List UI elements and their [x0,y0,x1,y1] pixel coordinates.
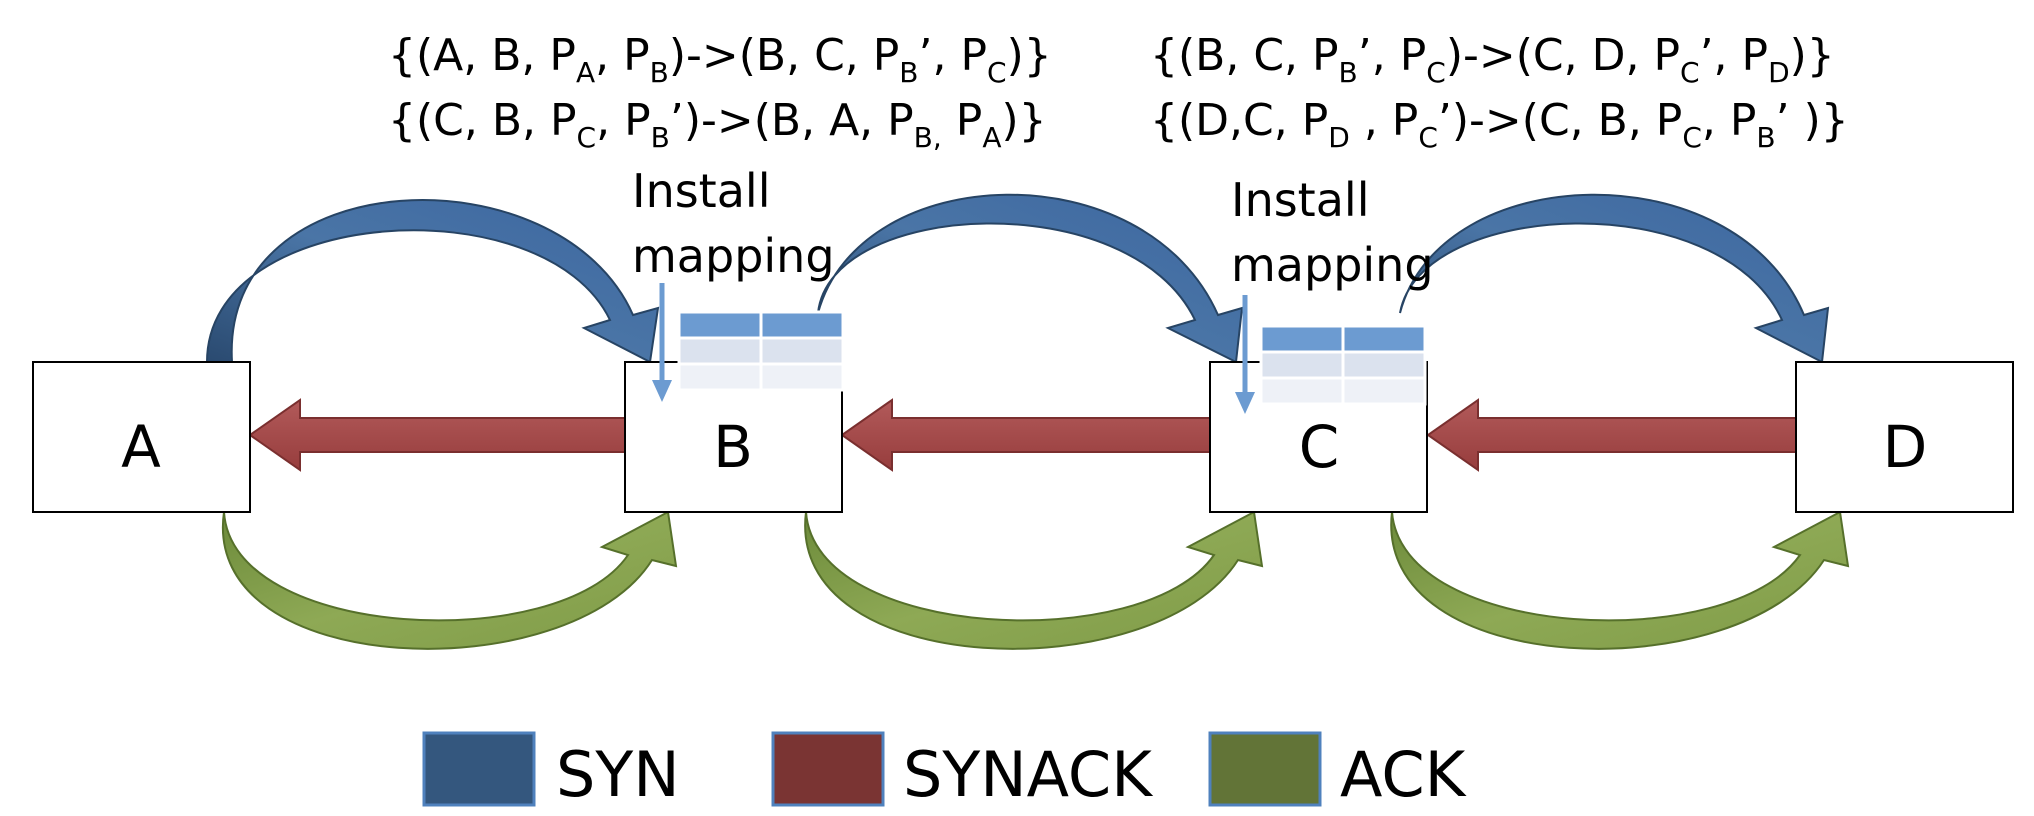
node-a-label: A [121,413,161,481]
synack-arrow-d-to-c [1426,398,1797,472]
node-b-label: B [713,413,753,481]
install-label-c-line1: Install [1231,173,1369,227]
synack-arrow-b-to-a [248,398,626,472]
mapping-rules-b: {(A, B, PA, PB)->(B, C, PB’, PC)} {(C, B… [388,30,1052,154]
install-label-b-line1: Install [632,164,770,218]
install-label-c-line2: mapping [1231,238,1434,292]
mapping-table-b [677,310,845,392]
syn-arrow-b-to-c [817,193,1244,364]
mapping-rule-b-1: {(A, B, PA, PB)->(B, C, PB’, PC)} [388,30,1052,89]
legend-item-synack: SYNACK [771,731,1153,811]
install-label-b: Install mapping [632,164,835,283]
install-arrow-c [1235,295,1255,414]
node-d-label: D [1883,413,1928,481]
syn-arrow-c-to-d [1399,193,1830,364]
legend: SYN SYNACK ACK [422,731,1467,811]
ack-arrows [221,510,1850,650]
node-c-label: C [1299,413,1340,481]
mapping-table-c [1259,324,1427,406]
install-arrow-b [652,283,672,402]
mapping-rule-c-1: {(B, C, PB’, PC)->(C, D, PC’, PD)} [1150,30,1835,89]
mapping-rule-b-2: {(C, B, PC, PB’)->(B, A, PB, PA)} [388,95,1047,154]
node-a: A [32,361,251,513]
legend-label-syn: SYN [556,738,680,811]
install-label-b-line2: mapping [632,229,835,283]
ack-arrow-b-to-c [804,510,1264,650]
node-d: D [1795,361,2014,513]
legend-swatch-ack [1208,731,1322,807]
ack-arrow-a-to-b [221,510,678,650]
syn-arrows [205,193,1830,364]
install-label-c: Install mapping [1231,173,1434,292]
legend-swatch-synack [771,731,885,807]
legend-swatch-syn [422,731,536,807]
ack-arrow-c-to-d [1390,510,1850,650]
legend-item-syn: SYN [422,731,680,811]
legend-label-ack: ACK [1340,738,1467,811]
legend-item-ack: ACK [1208,731,1467,811]
synack-arrows [248,398,1797,472]
legend-label-synack: SYNACK [903,738,1153,811]
syn-arrow-a-to-b [205,199,660,364]
mapping-rules-c: {(B, C, PB’, PC)->(C, D, PC’, PD)} {(D,C… [1150,30,1849,154]
synack-arrow-c-to-b [840,398,1211,472]
mapping-rule-c-2: {(D,C, PD , PC’)->(C, B, PC, PB’ )} [1150,95,1849,154]
